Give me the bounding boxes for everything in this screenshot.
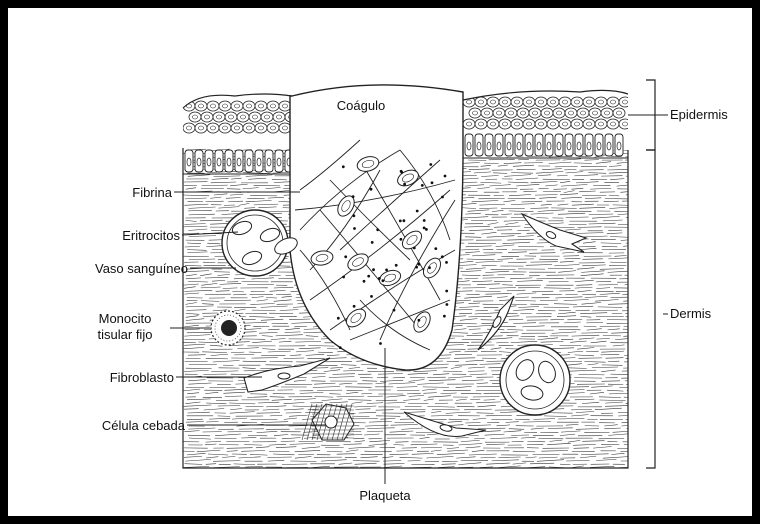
label-monocyte-line1: Monocito — [80, 311, 170, 326]
label-fibrin: Fibrina — [60, 185, 172, 200]
monocyte-cell — [211, 311, 245, 345]
label-mast-cell: Célula cebada — [40, 418, 185, 433]
label-platelet: Plaqueta — [345, 488, 425, 503]
label-fibroblast: Fibroblasto — [60, 370, 174, 385]
label-blood-vessel: Vaso sanguíneo — [28, 261, 188, 276]
label-dermis: Dermis — [670, 306, 711, 321]
label-clot: Coágulo — [326, 98, 396, 113]
label-erythrocytes: Eritrocitos — [60, 228, 180, 243]
label-monocyte-line2: tisular fijo — [80, 327, 170, 342]
blood-vessel-2 — [500, 345, 570, 415]
label-epidermis: Epidermis — [670, 107, 728, 122]
epidermis-left — [183, 94, 297, 174]
epidermis-right — [463, 90, 631, 158]
layer-brackets — [646, 80, 655, 468]
